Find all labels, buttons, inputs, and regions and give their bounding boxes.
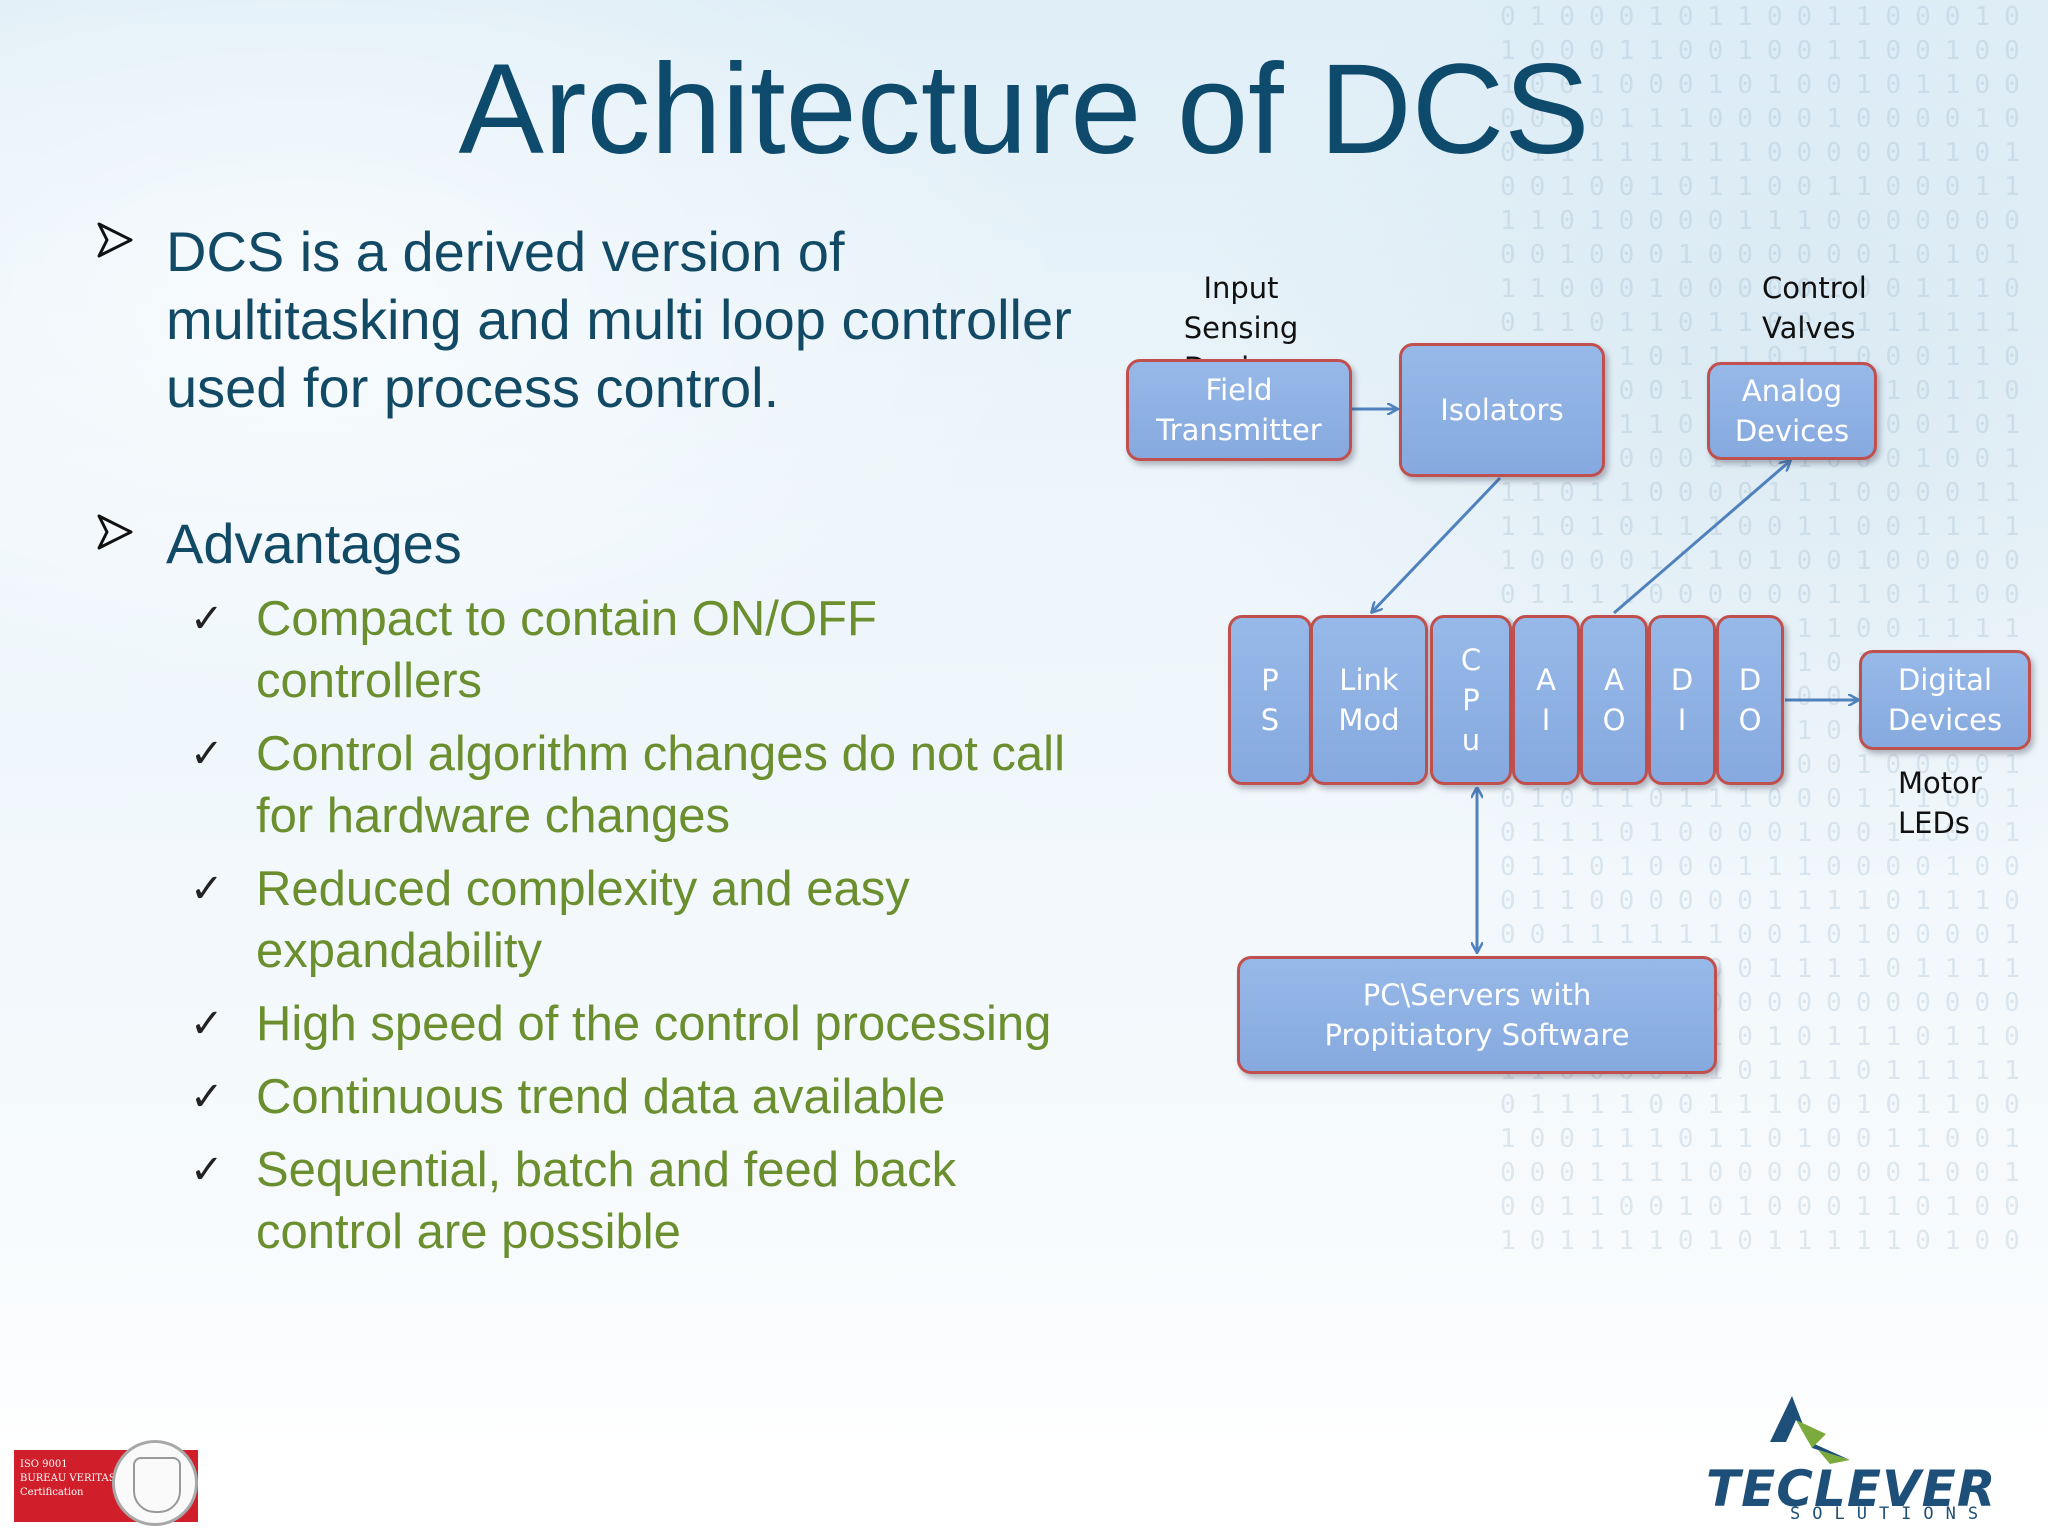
intro-bullet-text: DCS is a derived version of multitasking… [166, 220, 1072, 419]
checkmark-icon: ✓ [190, 866, 224, 912]
arrowhead-bullet-icon [97, 222, 133, 258]
advantage-text: Continuous trend data available [256, 1070, 946, 1124]
teclever-logo-subtitle: SOLUTIONS [1790, 1504, 1991, 1524]
box-link-mod: Link Mod [1310, 615, 1428, 785]
box-digital-devices: Digital Devices [1859, 650, 2031, 750]
box-cpu: C P u [1430, 615, 1512, 785]
checkmark-icon: ✓ [190, 1001, 224, 1047]
advantage-text: Compact to contain ON/OFF controllers [256, 592, 877, 708]
box-di: D I [1648, 615, 1716, 785]
checkmark-icon: ✓ [190, 731, 224, 777]
box-field-transmitter: Field Transmitter [1126, 359, 1352, 461]
advantage-item: ✓ Sequential, batch and feed back contro… [190, 1139, 1130, 1263]
advantages-list: ✓ Compact to contain ON/OFF controllers … [190, 588, 1130, 1274]
bureau-veritas-seal-icon [112, 1440, 198, 1526]
label-motor-leds: Motor LEDs [1898, 766, 1982, 840]
box-isolators: Isolators [1399, 343, 1605, 477]
advantage-item: ✓ Control algorithm changes do not call … [190, 723, 1130, 847]
teclever-logo-mark-icon [1770, 1396, 1850, 1464]
advantage-text: Reduced complexity and easy expandabilit… [256, 862, 910, 978]
checkmark-icon: ✓ [190, 596, 224, 642]
label-input-sensing-devices: Input Sensing Devices [1183, 271, 1299, 385]
advantage-text: Sequential, batch and feed back control … [256, 1143, 957, 1259]
certification-text: ISO 9001 BUREAU VERITAS Certification [20, 1459, 116, 1498]
box-pc-servers: PC\Servers with Propitiatory Software [1237, 956, 1717, 1074]
box-ps: P S [1228, 615, 1312, 785]
advantage-item: ✓ High speed of the control processing [190, 993, 1130, 1055]
checkmark-icon: ✓ [190, 1074, 224, 1120]
footer-band [0, 1395, 2048, 1536]
box-analog-devices: Analog Devices [1707, 362, 1877, 460]
arrowhead-bullet-icon [97, 514, 133, 550]
box-do: D O [1716, 615, 1784, 785]
box-ai: A I [1512, 615, 1580, 785]
slide-title: Architecture of DCS [458, 38, 1590, 181]
checkmark-icon: ✓ [190, 1147, 224, 1193]
advantage-item: ✓ Reduced complexity and easy expandabil… [190, 858, 1130, 982]
advantage-item: ✓ Compact to contain ON/OFF controllers [190, 588, 1130, 712]
advantages-heading: Advantages [166, 512, 462, 575]
label-control-valves: Control Valves [1762, 271, 1867, 345]
advantage-item: ✓ Continuous trend data available [190, 1066, 1130, 1128]
teclever-logo-wordmark: TECLEVER [1706, 1460, 1997, 1518]
advantage-text: Control algorithm changes do not call fo… [256, 727, 1065, 843]
box-ao: A O [1580, 615, 1648, 785]
advantage-text: High speed of the control processing [256, 997, 1052, 1051]
